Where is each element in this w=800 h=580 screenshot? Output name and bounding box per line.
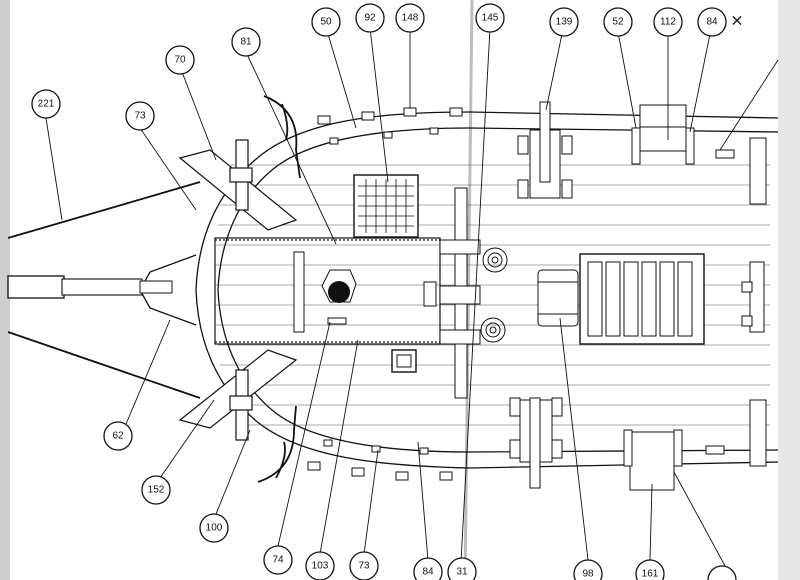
callout-label: 73 bbox=[358, 561, 370, 572]
leader-lines bbox=[45, 27, 779, 580]
capstan bbox=[537, 269, 579, 327]
callout-221: 221 bbox=[31, 89, 61, 119]
deck-fittings bbox=[623, 104, 767, 491]
callout-label: 100 bbox=[206, 523, 223, 534]
callout-label: 84 bbox=[422, 567, 434, 578]
bowsprit bbox=[7, 275, 173, 299]
callout-52: 52 bbox=[603, 7, 633, 37]
callout-label: 139 bbox=[556, 17, 573, 28]
callout-148: 148 bbox=[395, 3, 425, 33]
forecastle-grating bbox=[353, 174, 419, 238]
callout-label: 112 bbox=[660, 17, 676, 28]
stays bbox=[7, 181, 201, 399]
callout-label: 161 bbox=[642, 569, 659, 580]
callout-label: 98 bbox=[582, 569, 594, 580]
callout-label: 52 bbox=[612, 17, 624, 28]
callout-100: 100 bbox=[199, 513, 229, 543]
callout-74: 74 bbox=[263, 545, 293, 575]
callout-label: 50 bbox=[320, 17, 332, 28]
callout-label: 81 bbox=[240, 37, 252, 48]
callout-73-bottom: 73 bbox=[349, 551, 379, 580]
callout-label: 221 bbox=[38, 99, 55, 110]
callout-98: 98 bbox=[573, 559, 603, 580]
callout-84-bottom: 84 bbox=[413, 557, 443, 580]
rope-coils bbox=[480, 247, 508, 343]
cannon-starboard bbox=[517, 101, 573, 199]
close-icon: × bbox=[730, 11, 743, 30]
bitts bbox=[423, 187, 481, 399]
callout-label: 148 bbox=[402, 13, 419, 24]
small-hatch-inner bbox=[396, 354, 412, 368]
bulwark-fittings bbox=[307, 107, 463, 481]
callout-103: 103 bbox=[305, 551, 335, 580]
callout-161: 161 bbox=[635, 559, 665, 580]
callout-62: 62 bbox=[103, 421, 133, 451]
callout-73-top: 73 bbox=[125, 101, 155, 131]
callout-label: 62 bbox=[112, 431, 124, 442]
callout-label: 73 bbox=[134, 111, 146, 122]
callout-label: 103 bbox=[312, 561, 329, 572]
callout-label: 84 bbox=[706, 17, 718, 28]
callout-81-top: 81 bbox=[231, 27, 261, 57]
callout-50: 50 bbox=[311, 7, 341, 37]
callout-112: 112 bbox=[653, 7, 683, 37]
callout-label: 70 bbox=[174, 55, 186, 66]
callout-139: 139 bbox=[549, 7, 579, 37]
callout-84-top: 84 bbox=[697, 7, 727, 37]
cannon-port bbox=[509, 397, 563, 489]
callout-70: 70 bbox=[165, 45, 195, 75]
right-page-edge bbox=[778, 0, 800, 580]
callout-label: 74 bbox=[272, 555, 284, 566]
callout-label: 145 bbox=[482, 13, 499, 24]
callouts: 221 73 70 81 50 92 148 145 139 52 112 84… bbox=[31, 3, 737, 580]
callout-label: 92 bbox=[364, 13, 376, 24]
callout-92: 92 bbox=[355, 3, 385, 33]
small-hatch bbox=[391, 349, 417, 373]
left-page-edge bbox=[0, 0, 10, 580]
main-grating bbox=[579, 253, 705, 345]
callout-31: 31 bbox=[447, 557, 477, 580]
callout-145: 145 bbox=[475, 3, 505, 33]
callout-unlabeled bbox=[707, 565, 737, 580]
callout-152: 152 bbox=[141, 475, 171, 505]
catheads bbox=[178, 139, 298, 441]
callout-label: 152 bbox=[148, 485, 165, 496]
foremast bbox=[293, 251, 357, 333]
callout-label: 31 bbox=[456, 567, 468, 578]
